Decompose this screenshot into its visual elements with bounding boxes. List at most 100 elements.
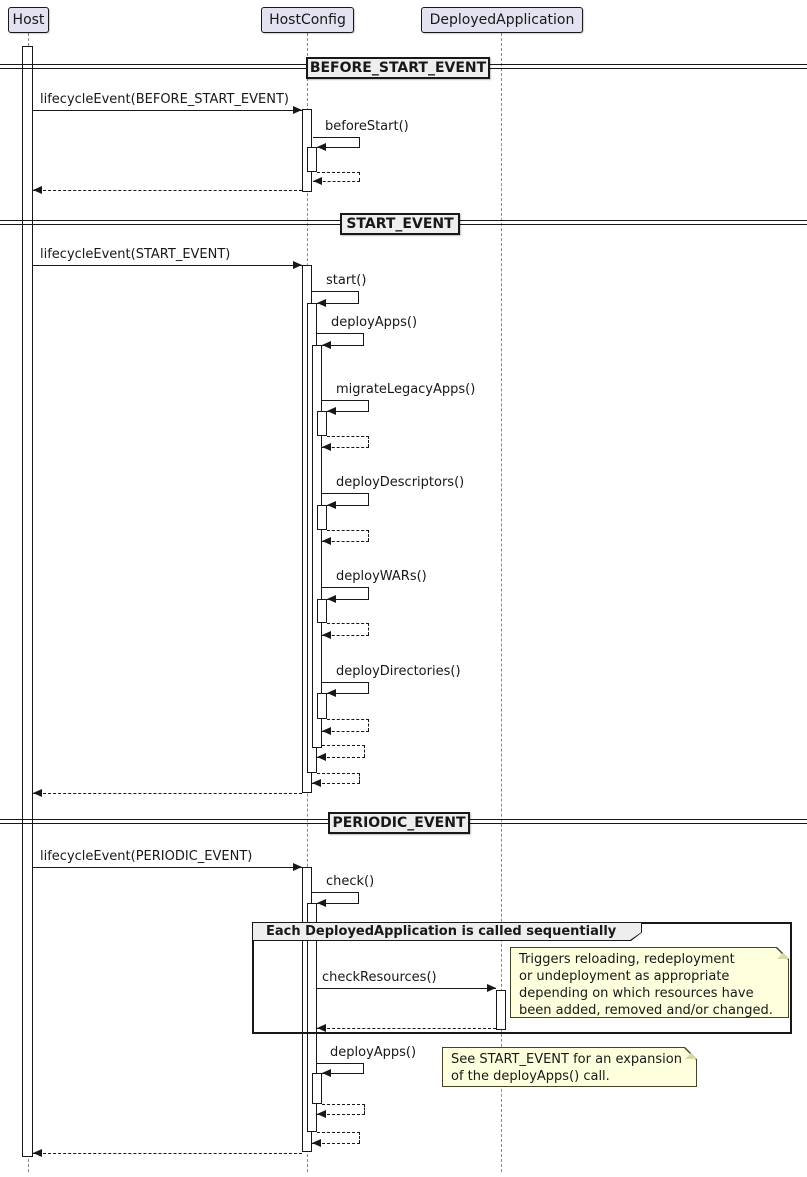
deploydirectories-activation [317,693,327,719]
arrowhead-left-icon [322,727,331,735]
return-line [322,731,369,732]
message-line [317,903,359,904]
arrowhead-right-icon [293,863,302,871]
return-line [322,541,369,542]
group-frame-title-label: Each DeployedApplication is called seque… [266,924,617,939]
return-line [317,757,365,758]
arrowhead-left-icon [33,1149,42,1157]
divider-periodic-event: PERIODIC_EVENT [328,812,470,834]
arrowhead-right-icon [487,984,496,992]
self-call-loop [317,333,364,345]
message-line [327,599,369,600]
host-activation [22,46,33,1157]
self-return-loop [317,172,360,181]
arrowhead-left-icon [327,407,336,415]
arrowhead-left-icon [327,689,336,697]
return-line [313,181,360,182]
note-text: Triggers reloading, redeployment or unde… [519,952,773,1018]
return-line [317,1028,496,1029]
divider-start-event: START_EVENT [340,213,460,235]
message-line [33,867,302,868]
arrowhead-left-icon [322,631,331,639]
message-label: deployDirectories() [336,664,461,679]
arrowhead-left-icon [317,143,326,151]
self-call-loop [322,400,369,411]
return-line [312,1143,360,1144]
return-line [312,783,360,784]
self-return-loop [327,530,369,541]
arrowhead-left-icon [317,899,326,907]
arrowhead-left-icon [317,753,326,761]
divider-label: BEFORE_START_EVENT [309,60,487,76]
return-line [33,793,302,794]
group-frame-title-fill [253,923,641,940]
self-call-loop [322,493,369,505]
arrowhead-left-icon [33,186,42,194]
participant-hostconfig-label: HostConfig [269,12,346,28]
message-label: lifecycleEvent(BEFORE_START_EVENT) [40,92,289,107]
arrowhead-left-icon [322,1069,331,1077]
self-call-loop [313,137,360,147]
note-fill [511,948,788,1017]
self-call-loop [322,587,369,599]
deployapps-periodic-activation [312,1073,322,1104]
note-text: See START_EVENT for an expansion of the … [451,1052,682,1084]
deployedapplication-lifeline [501,33,502,1172]
note-fill [443,1048,696,1086]
deploydescriptors-activation [317,505,327,530]
divider-label: PERIODIC_EVENT [332,815,466,831]
migratelegacyapps-activation [317,411,327,436]
arrowhead-left-icon [322,341,331,349]
divider-label: START_EVENT [346,216,454,232]
message-line [33,110,302,111]
beforestart-activation [307,147,317,172]
self-call-loop [317,1063,364,1073]
message-label: lifecycleEvent(PERIODIC_EVENT) [40,849,253,864]
message-label: start() [326,273,367,288]
message-line [327,411,369,412]
self-call-loop [312,291,359,303]
arrowhead-right-icon [293,106,302,114]
check-activation [307,903,317,1132]
self-return-loop [327,436,369,447]
message-line [33,265,302,266]
arrowhead-left-icon [322,537,331,545]
participant-host: Host [8,7,49,33]
arrowhead-left-icon [317,1024,326,1032]
note-deploy-apps: See START_EVENT for an expansion of the … [442,1047,697,1087]
return-line [322,447,369,448]
arrowhead-left-icon [312,1139,321,1147]
divider-before-start-event: BEFORE_START_EVENT [306,57,490,79]
self-return-loop [317,773,360,783]
message-line [322,1073,364,1074]
self-return-loop [327,719,369,731]
self-call-loop [312,892,359,903]
group-frame-title [252,922,642,941]
return-line [317,1114,365,1115]
message-line [322,345,364,346]
message-label: check() [326,874,375,889]
message-line [317,988,496,989]
deploywars-activation [317,599,327,623]
deployapps-activation [312,345,322,748]
arrowhead-left-icon [33,789,42,797]
arrowhead-left-icon [312,779,321,787]
message-line [327,693,369,694]
arrowhead-left-icon [317,1110,326,1118]
self-return-loop [322,745,365,757]
return-line [33,190,302,191]
arrowhead-left-icon [327,501,336,509]
self-return-loop [317,1132,360,1143]
message-label: deployApps() [331,315,418,330]
arrowhead-left-icon [322,443,331,451]
message-label: deployDescriptors() [336,475,465,490]
arrowhead-left-icon [313,177,322,185]
note-check-resources: Triggers reloading, redeployment or unde… [510,947,789,1018]
arrowhead-left-icon [327,595,336,603]
participant-hostconfig: HostConfig [261,7,354,33]
participant-deployedapplication: DeployedApplication [421,7,583,33]
deployedapplication-activation [496,990,506,1030]
message-line [327,505,369,506]
arrowhead-right-icon [293,261,302,269]
